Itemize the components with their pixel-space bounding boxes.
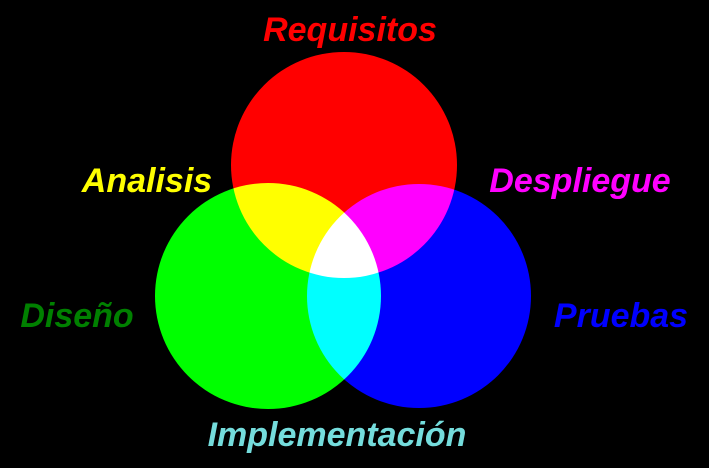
label-pruebas: Pruebas bbox=[554, 297, 688, 335]
label-analisis: Analisis bbox=[81, 162, 212, 200]
circle-pruebas bbox=[307, 184, 531, 408]
label-requisitos: Requisitos bbox=[263, 11, 437, 49]
label-diseno: Diseño bbox=[20, 297, 133, 335]
label-implementacion: Implementación bbox=[208, 416, 467, 454]
label-despliegue: Despliegue bbox=[489, 162, 670, 200]
